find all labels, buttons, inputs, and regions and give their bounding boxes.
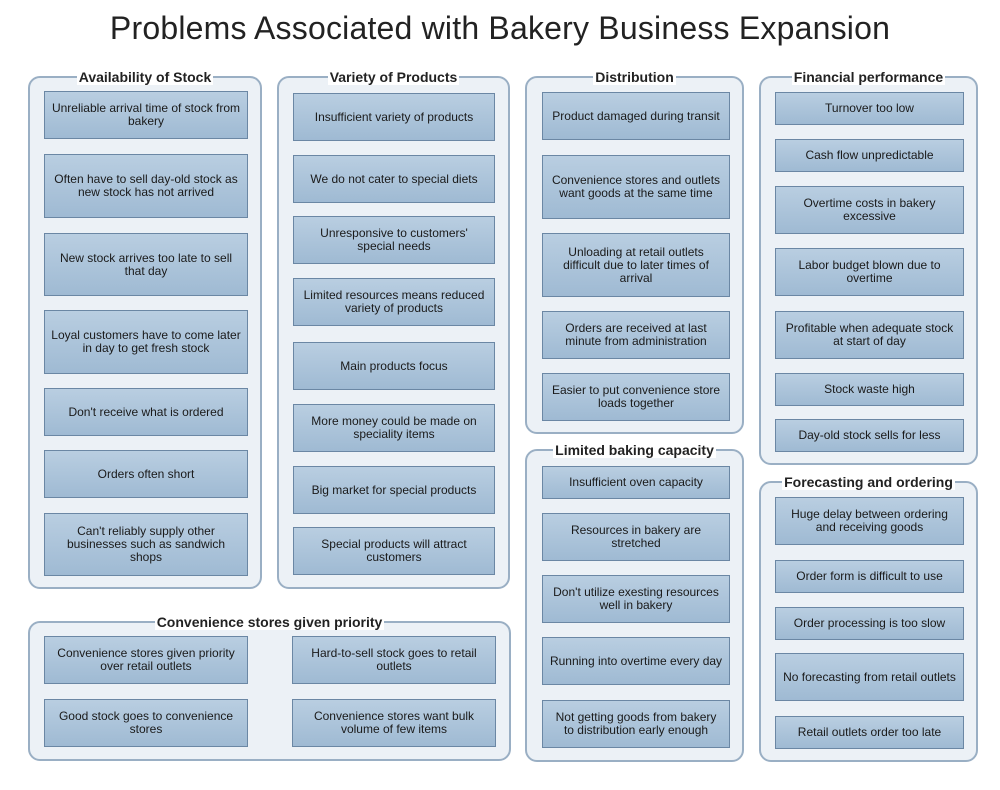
problem-box: Day-old stock sells for less — [775, 419, 964, 452]
problem-box: Not getting goods from bakery to distrib… — [542, 700, 730, 748]
problem-box: Easier to put convenience store loads to… — [542, 373, 730, 421]
problem-box: Can't reliably supply other businesses s… — [44, 513, 248, 576]
problem-box: New stock arrives too late to sell that … — [44, 233, 248, 296]
problem-box: Don't utilize exesting resources well in… — [542, 575, 730, 623]
problem-box: Resources in bakery are stretched — [542, 513, 730, 561]
page-title: Problems Associated with Bakery Business… — [109, 10, 891, 46]
problem-box: Order form is difficult to use — [775, 560, 964, 593]
problem-box: Main products focus — [293, 342, 495, 390]
problem-box: Order processing is too slow — [775, 607, 964, 640]
problem-box: Special products will attract customers — [293, 527, 495, 575]
problem-box: Good stock goes to convenience stores — [44, 699, 248, 747]
problem-box: Overtime costs in bakery excessive — [775, 186, 964, 234]
problem-box: More money could be made on speciality i… — [293, 404, 495, 452]
problem-box: We do not cater to special diets — [293, 155, 495, 203]
problem-box: Unresponsive to customers' special needs — [293, 216, 495, 264]
problem-box: Big market for special products — [293, 466, 495, 514]
problem-box: Stock waste high — [775, 373, 964, 406]
problem-box: Cash flow unpredictable — [775, 139, 964, 172]
group-limited-baking-capacity: Limited baking capacity Insufficient ove… — [525, 442, 744, 762]
problem-box: Turnover too low — [775, 92, 964, 125]
problem-box: Insufficient oven capacity — [542, 466, 730, 499]
problem-box: Unloading at retail outlets difficult du… — [542, 233, 730, 297]
problem-box: Retail outlets order too late — [775, 716, 964, 749]
group-availability-of-stock: Availability of Stock Unreliable arrival… — [28, 69, 262, 589]
group-forecasting-and-ordering: Forecasting and ordering Huge delay betw… — [759, 474, 978, 762]
group-variety-of-products: Variety of Products Insufficient variety… — [277, 69, 510, 589]
problem-box: Profitable when adequate stock at start … — [775, 311, 964, 359]
problem-box: Product damaged during transit — [542, 92, 730, 140]
problem-box: Hard-to-sell stock goes to retail outlet… — [292, 636, 496, 684]
problem-box: Limited resources means reduced variety … — [293, 278, 495, 326]
problem-box: Convenience stores given priority over r… — [44, 636, 248, 684]
group-distribution: Distribution Product damaged during tran… — [525, 69, 744, 434]
problem-box: No forecasting from retail outlets — [775, 653, 964, 701]
group-label: Limited baking capacity — [553, 442, 716, 458]
group-label: Distribution — [593, 69, 676, 85]
group-financial-performance: Financial performance Turnover too low C… — [759, 69, 978, 465]
problem-box: Orders often short — [44, 450, 248, 498]
group-label: Forecasting and ordering — [782, 474, 955, 490]
problem-box: Unreliable arrival time of stock from ba… — [44, 91, 248, 139]
problem-box: Huge delay between ordering and receivin… — [775, 497, 964, 545]
problem-box: Loyal customers have to come later in da… — [44, 310, 248, 374]
group-label: Variety of Products — [327, 69, 460, 85]
group-convenience-stores-given-priority: Convenience stores given priority Conven… — [28, 614, 511, 761]
problem-box: Don't receive what is ordered — [44, 388, 248, 436]
problem-box: Labor budget blown due to overtime — [775, 248, 964, 296]
problem-box: Often have to sell day-old stock as new … — [44, 154, 248, 218]
problem-box: Convenience stores and outlets want good… — [542, 155, 730, 219]
group-label: Financial performance — [791, 69, 946, 85]
problem-box: Orders are received at last minute from … — [542, 311, 730, 359]
group-label: Availability of Stock — [76, 69, 214, 85]
problem-box: Insufficient variety of products — [293, 93, 495, 141]
problem-box: Convenience stores want bulk volume of f… — [292, 699, 496, 747]
group-label: Convenience stores given priority — [154, 614, 385, 630]
problem-box: Running into overtime every day — [542, 637, 730, 685]
